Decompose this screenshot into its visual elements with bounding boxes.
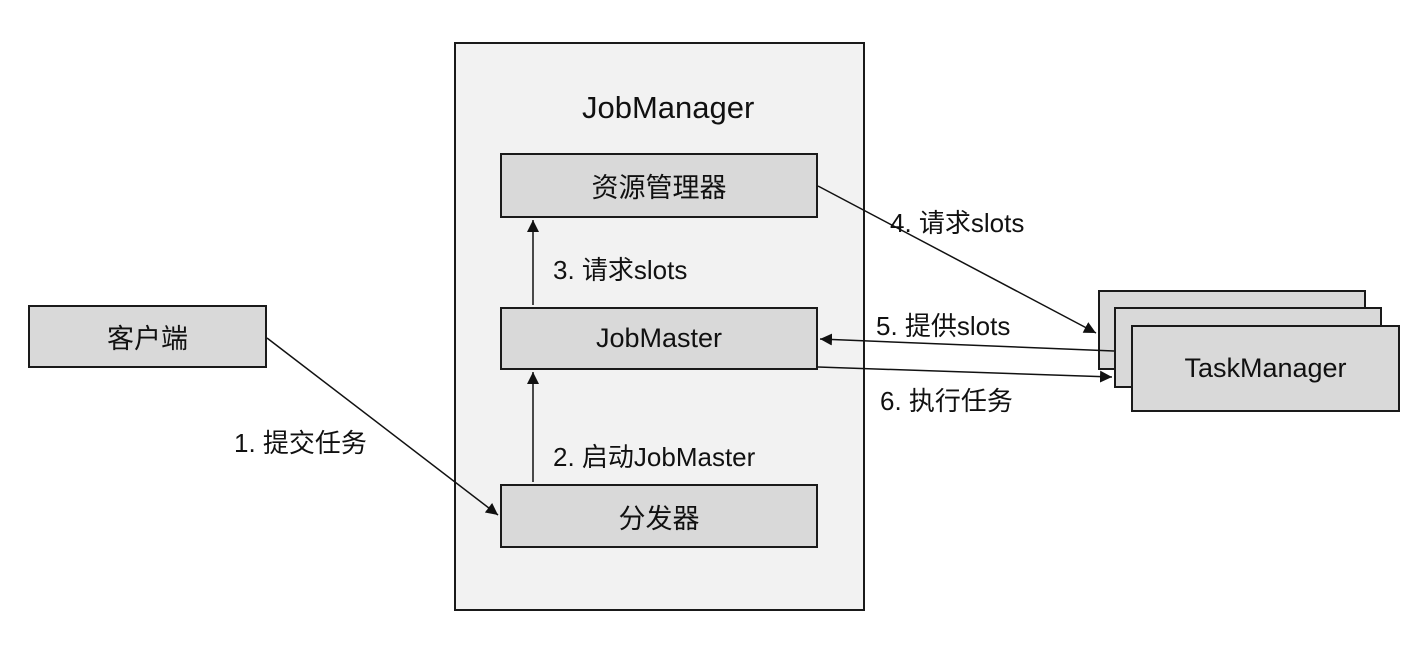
task-manager-label: TaskManager (1184, 353, 1347, 383)
edge-execute-tasks (817, 366, 1113, 383)
jobmanager-title: JobManager (582, 90, 755, 125)
edge-label-execute-tasks: 6. 执行任务 (880, 386, 1013, 416)
edge-label-request-slots-external: 4. 请求slots (890, 208, 1025, 238)
edge-label-offer-slots: 5. 提供slots (876, 311, 1011, 341)
edge-request-slots-external (817, 185, 1097, 334)
client-label: 客户端 (107, 324, 188, 354)
client-node: 客户端 (28, 305, 267, 368)
edge-label-request-slots-internal: 3. 请求slots (553, 255, 688, 285)
resource-manager-node: 资源管理器 (500, 153, 818, 218)
resource-manager-label: 资源管理器 (591, 173, 727, 203)
job-master-node: JobMaster (500, 307, 818, 370)
dispatcher-node: 分发器 (500, 484, 818, 548)
edge-submit (266, 337, 499, 516)
edge-label-submit: 1. 提交任务 (234, 428, 367, 458)
job-master-label: JobMaster (595, 323, 723, 353)
edge-label-start-job-master: 2. 启动JobMaster (553, 442, 756, 472)
task-manager-node: TaskManager (1131, 325, 1400, 412)
edge-offer-slots (819, 333, 1115, 352)
dispatcher-label: 分发器 (618, 503, 700, 534)
